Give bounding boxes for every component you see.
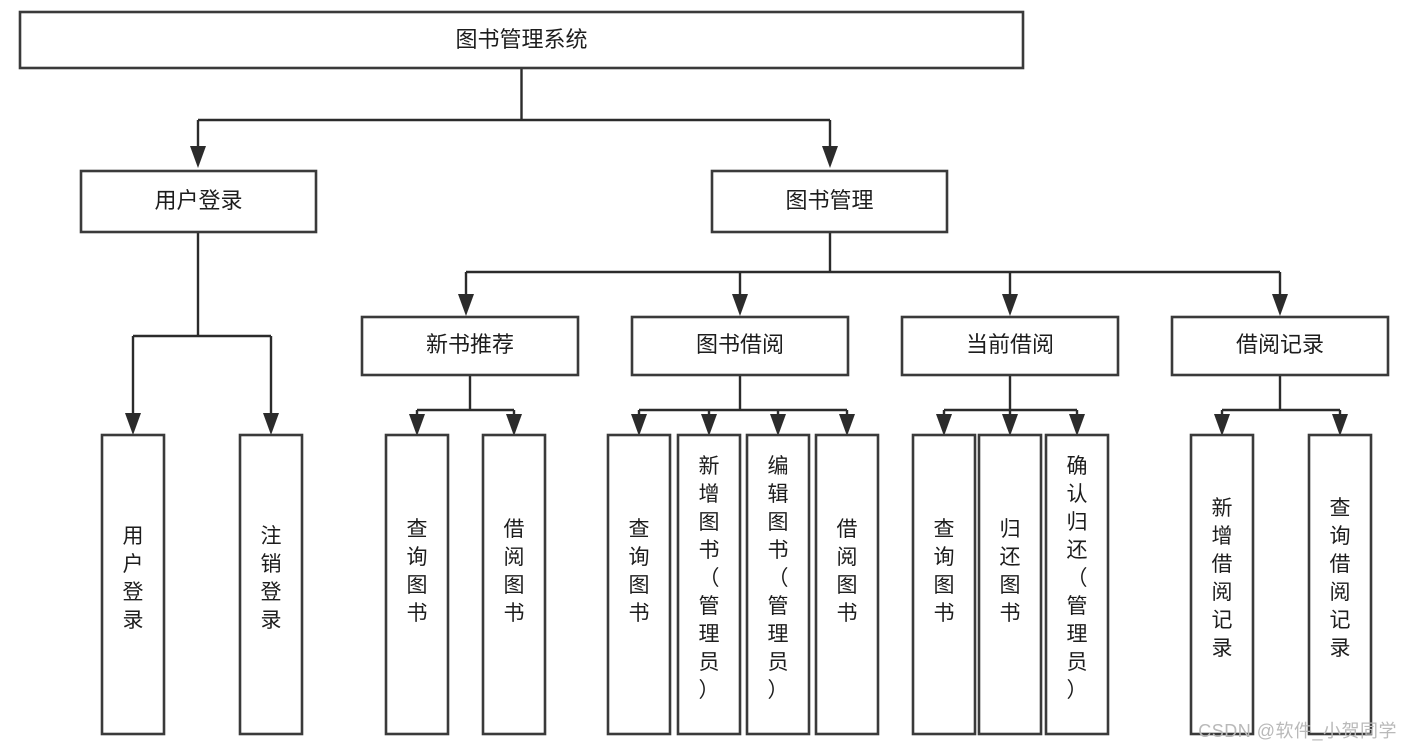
arrowhead-book-manage: [822, 146, 838, 168]
node-root-box[interactable]: [18, 10, 1025, 70]
leaf-node[interactable]: 归还图书: [977, 433, 1043, 736]
arrowhead-book-borrow: [732, 294, 748, 316]
node-borrow-record-label: 借阅记录: [1236, 332, 1324, 357]
node-current-borrow-label: 当前借阅: [966, 332, 1054, 357]
leaf-label: 注销登录: [261, 525, 282, 632]
arrowhead-leaf-new-book-rec-2: [506, 414, 522, 436]
leaf-box[interactable]: [1044, 433, 1110, 736]
leaf-node[interactable]: 确认归还（管理员）: [1044, 433, 1110, 736]
leaf-box[interactable]: [1307, 433, 1373, 736]
arrowhead-user-login: [190, 146, 206, 168]
node-book-borrow-box[interactable]: [630, 315, 850, 377]
leaf-label: 用户登录: [123, 525, 144, 632]
leaf-label: 确认归还（管理员）: [1067, 455, 1088, 702]
arrowhead-leaf-borrow-record-1: [1214, 414, 1230, 436]
leaf-box[interactable]: [1189, 433, 1255, 736]
leaf-node[interactable]: 查询图书: [384, 433, 450, 736]
leaf-box[interactable]: [911, 433, 977, 736]
node-book-borrow-label: 图书借阅: [696, 332, 784, 357]
arrowhead-leaf-new-book-rec-1: [409, 414, 425, 436]
arrowhead-leaf-current-borrow-1: [936, 414, 952, 436]
csdn-watermark: CSDN @软件_小贺同学: [1198, 721, 1397, 741]
leaf-node[interactable]: 查询图书: [606, 433, 672, 736]
leaf-node[interactable]: 新增借阅记录: [1189, 433, 1255, 736]
leaf-label: 借阅图书: [837, 518, 858, 625]
leaf-box[interactable]: [745, 433, 811, 736]
node-current-borrow[interactable]: 当前借阅: [900, 315, 1120, 377]
node-root[interactable]: 图书管理系统: [18, 10, 1025, 70]
node-current-borrow-box[interactable]: [900, 315, 1120, 377]
leaf-label: 编辑图书（管理员）: [768, 455, 789, 702]
node-borrow-record[interactable]: 借阅记录: [1170, 315, 1390, 377]
node-borrow-record-box[interactable]: [1170, 315, 1390, 377]
node-book-manage-box[interactable]: [710, 169, 949, 234]
arrowhead-leaf-user-login-2: [263, 413, 279, 435]
leaf-box[interactable]: [606, 433, 672, 736]
node-root-label: 图书管理系统: [455, 27, 587, 52]
leaf-label: 查询图书: [629, 518, 650, 625]
node-user-login-box[interactable]: [79, 169, 318, 234]
leaf-label: 新增图书（管理员）: [699, 455, 720, 702]
arrowhead-current-borrow: [1002, 294, 1018, 316]
arrowhead-borrow-record: [1272, 294, 1288, 316]
leaf-label: 借阅图书: [504, 518, 525, 625]
leaf-node[interactable]: 借阅图书: [481, 433, 547, 736]
arrowhead-leaf-book-borrow-2: [701, 414, 717, 436]
leaf-box[interactable]: [384, 433, 450, 736]
arrowhead-new-book-rec: [458, 294, 474, 316]
leaf-label: 查询图书: [407, 518, 428, 625]
leaf-node[interactable]: 查询借阅记录: [1307, 433, 1373, 736]
leaf-node[interactable]: 编辑图书（管理员）: [745, 433, 811, 736]
node-new-book-rec[interactable]: 新书推荐: [360, 315, 580, 377]
arrowhead-leaf-book-borrow-3: [770, 414, 786, 436]
arrowhead-leaf-borrow-record-2: [1332, 414, 1348, 436]
leaf-node[interactable]: 查询图书: [911, 433, 977, 736]
node-new-book-rec-label: 新书推荐: [426, 332, 514, 357]
node-book-borrow[interactable]: 图书借阅: [630, 315, 850, 377]
leaf-label: 新增借阅记录: [1212, 497, 1233, 660]
leaf-label: 查询图书: [934, 518, 955, 625]
arrowhead-leaf-book-borrow-4: [839, 414, 855, 436]
arrowhead-leaf-user-login-1: [125, 413, 141, 435]
leaf-box[interactable]: [676, 433, 742, 736]
node-user-login[interactable]: 用户登录: [79, 169, 318, 234]
node-new-book-rec-box[interactable]: [360, 315, 580, 377]
leaf-box[interactable]: [977, 433, 1043, 736]
leaf-box[interactable]: [100, 433, 166, 736]
connector-layer: [125, 68, 1348, 436]
leaf-node[interactable]: 借阅图书: [814, 433, 880, 736]
leaf-label: 查询借阅记录: [1330, 497, 1351, 660]
leaf-box[interactable]: [481, 433, 547, 736]
arrowhead-leaf-book-borrow-1: [631, 414, 647, 436]
node-user-login-label: 用户登录: [154, 188, 242, 213]
leaf-box[interactable]: [814, 433, 880, 736]
node-book-manage[interactable]: 图书管理: [710, 169, 949, 234]
leaf-label: 归还图书: [1000, 518, 1021, 625]
leaf-box[interactable]: [238, 433, 304, 736]
arrowhead-leaf-current-borrow-2: [1002, 414, 1018, 436]
arrowhead-leaf-current-borrow-3: [1069, 414, 1085, 436]
node-book-manage-label: 图书管理: [785, 188, 873, 213]
leaf-node[interactable]: 注销登录: [238, 433, 304, 736]
leaf-node[interactable]: 新增图书（管理员）: [676, 433, 742, 736]
leaf-node[interactable]: 用户登录: [100, 433, 166, 736]
